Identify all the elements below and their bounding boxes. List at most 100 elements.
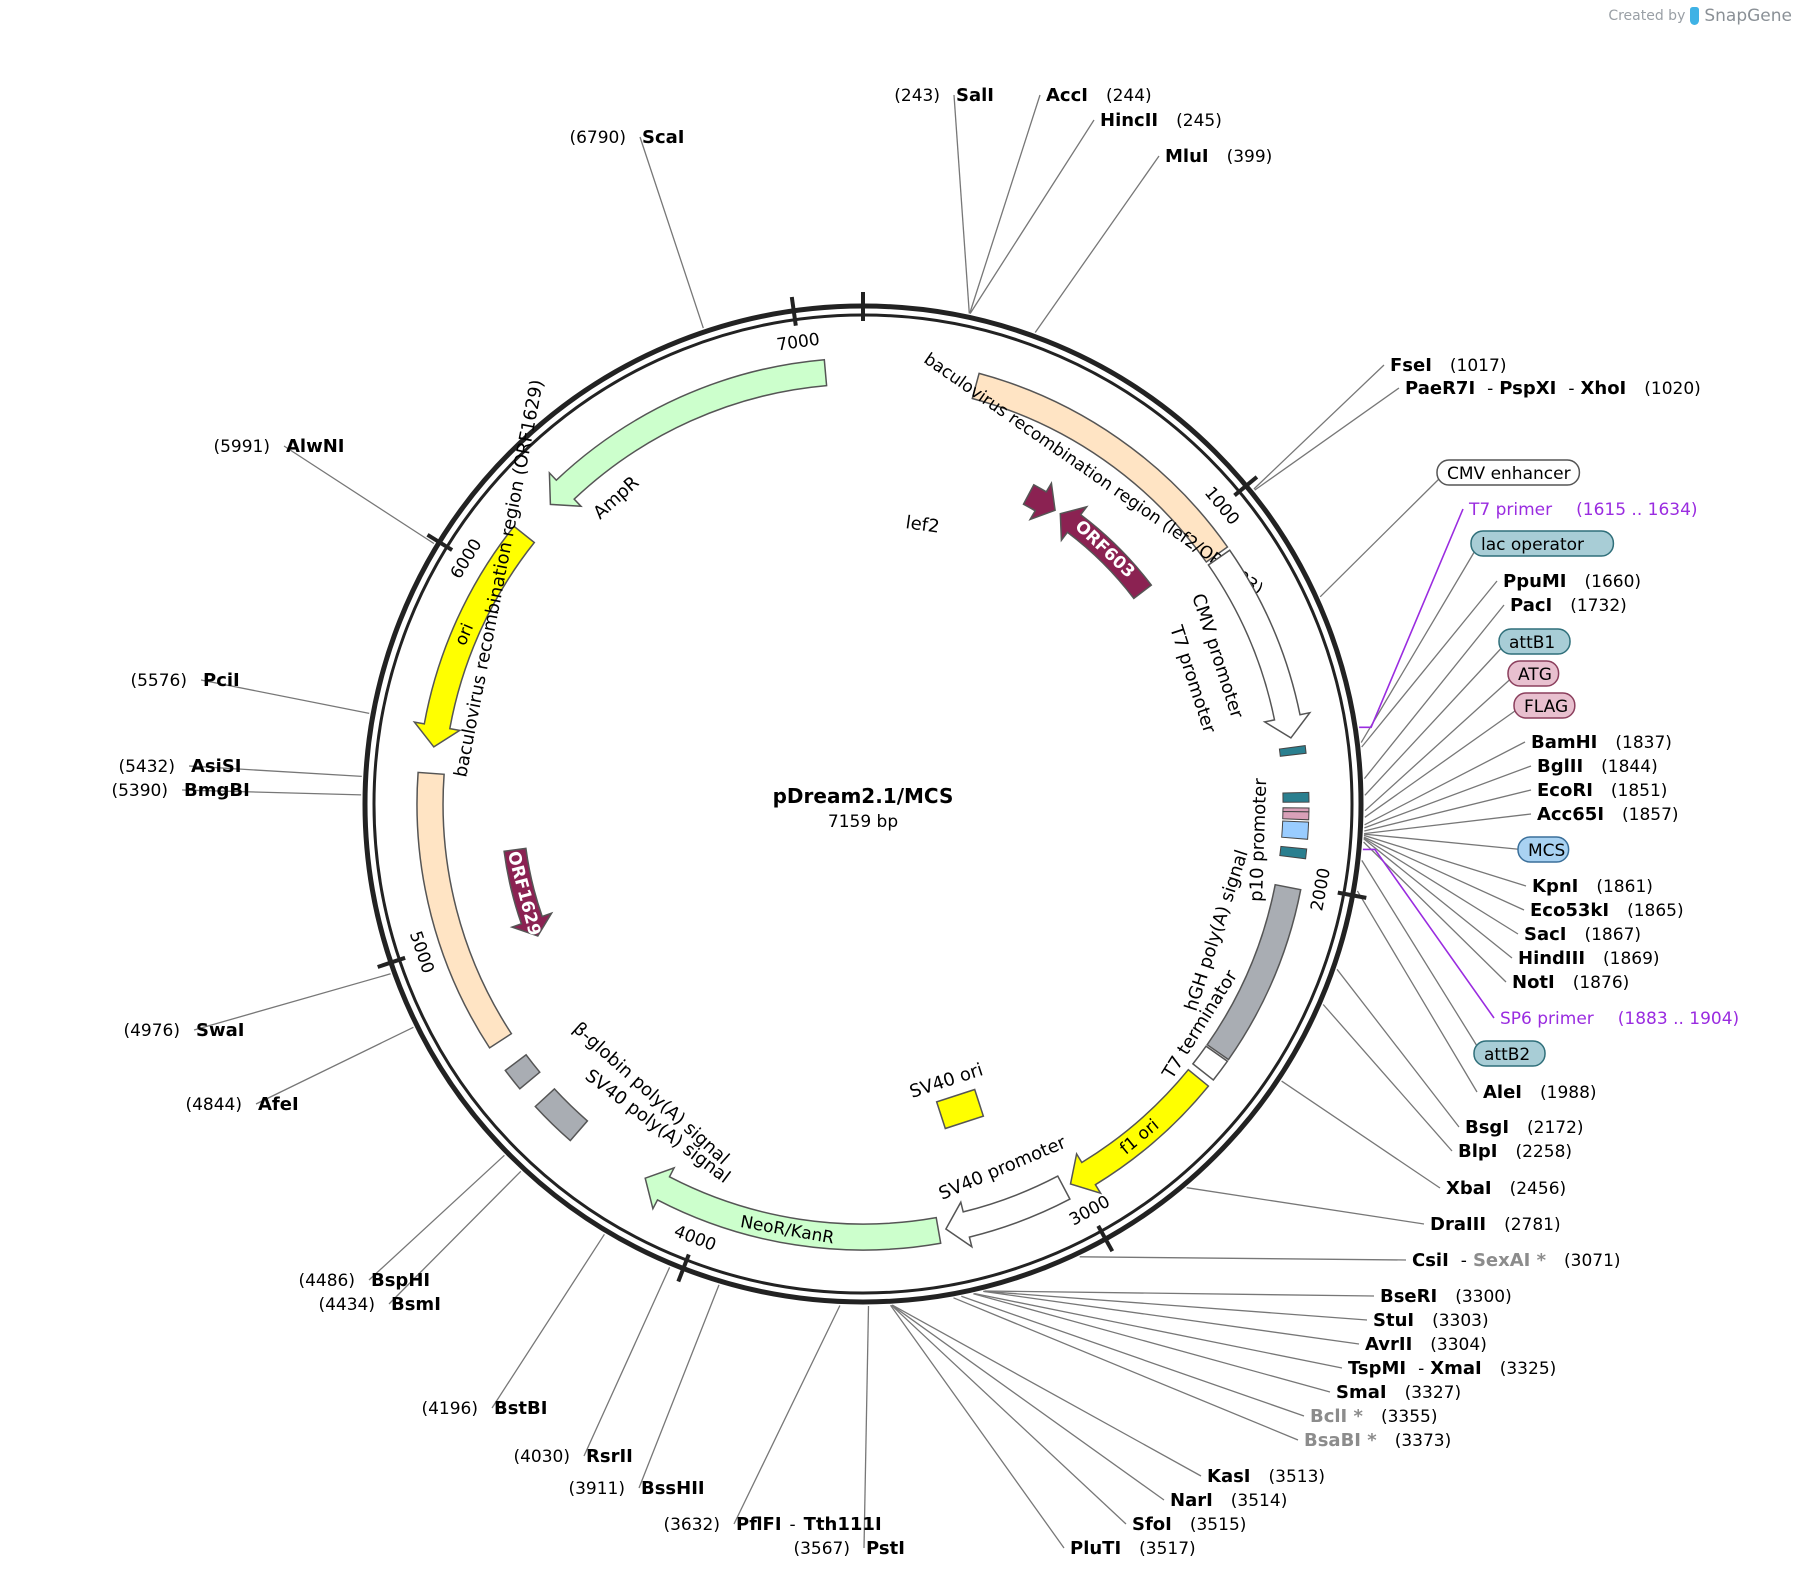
- site-names-xbai: XbaI(2456): [1446, 1178, 1566, 1199]
- baculovirus-recombination-region-orf1629-feature: [416, 771, 513, 1049]
- site-bstbi[interactable]: (4196)BstBI: [421, 1398, 547, 1419]
- t7-terminator-arc: [1191, 1045, 1229, 1082]
- pill-box: [1436, 459, 1581, 486]
- site-alei[interactable]: AleI(1988): [1483, 1082, 1597, 1103]
- site-bsmi[interactable]: (4434)BsmI: [318, 1294, 440, 1315]
- site-stui[interactable]: StuI(3303): [1373, 1310, 1489, 1331]
- credit-brand: SnapGene: [1704, 6, 1792, 26]
- site-nari[interactable]: NarI(3514): [1170, 1490, 1287, 1511]
- site-swai[interactable]: (4976)SwaI: [123, 1020, 244, 1041]
- site-mlui[interactable]: MluI(399): [1165, 146, 1272, 167]
- site-line-bamhi: [1364, 741, 1526, 826]
- site-smai[interactable]: SmaI(3327): [1336, 1382, 1461, 1403]
- site-sali[interactable]: (243)SalI: [894, 85, 994, 106]
- annotation-line: [1364, 673, 1517, 812]
- hgh-polya-signal-arc: [1206, 883, 1302, 1061]
- site-bmgbi[interactable]: (5390)BmgBI: [111, 780, 249, 801]
- site-pos-pflfi: (3632): [663, 1515, 720, 1535]
- pill-text: lac operator: [1481, 535, 1584, 555]
- site-csii[interactable]: CsiI-SexAI *(3071): [1412, 1250, 1621, 1271]
- site-afei[interactable]: (4844)AfeI: [185, 1094, 298, 1115]
- site-sfoi[interactable]: SfoI(3515): [1132, 1514, 1246, 1535]
- annotation-lac-operator[interactable]: lac operator: [1470, 530, 1615, 557]
- site-rsrii[interactable]: (4030)RsrII: [513, 1446, 632, 1467]
- site-bsshii[interactable]: (3911)BssHII: [568, 1478, 704, 1499]
- ori-arc: [412, 525, 536, 748]
- site-hindiii[interactable]: HindIII(1869): [1518, 948, 1660, 969]
- site-hincii[interactable]: HincII(245): [1100, 110, 1222, 131]
- site-kasi[interactable]: KasI(3513): [1207, 1466, 1325, 1487]
- site-acci[interactable]: AccI(244): [1046, 85, 1152, 106]
- tick-label-4000: 4000: [671, 1221, 719, 1255]
- annotation-t7-primer[interactable]: T7 primer(1615 .. 1634): [1359, 500, 1698, 729]
- annotation-sp6-primer[interactable]: SP6 primer(1883 .. 1904): [1362, 848, 1739, 1029]
- annotation-atg[interactable]: ATG: [1507, 660, 1560, 687]
- site-noti[interactable]: NotI(1876): [1512, 972, 1629, 993]
- annotation-flag[interactable]: FLAG: [1513, 692, 1576, 719]
- site-names-acci: AccI(244): [1046, 85, 1152, 106]
- plasmid-length: 7159 bp: [828, 812, 898, 832]
- site-ppumi[interactable]: PpuMI(1660): [1503, 571, 1641, 592]
- annotation-attb1[interactable]: attB1: [1498, 628, 1571, 655]
- annotation-attb2[interactable]: attB2: [1473, 1040, 1546, 1067]
- plasmid-center-title: pDream2.1/MCS 7159 bp: [773, 784, 954, 832]
- site-bamhi[interactable]: BamHI(1837): [1531, 732, 1672, 753]
- snapgene-logo-icon: [1690, 7, 1700, 25]
- pill-box: [1470, 530, 1615, 557]
- site-bsabi[interactable]: BsaBI *(3373): [1304, 1430, 1451, 1451]
- site-avrii[interactable]: AvrII(3304): [1365, 1334, 1487, 1355]
- site-paci[interactable]: PacI(1732): [1510, 595, 1627, 616]
- site-bglii[interactable]: BglII(1844): [1537, 756, 1658, 777]
- orf603-label: ORF603: [1071, 516, 1139, 582]
- ori-feature: ori: [412, 525, 536, 748]
- site-saci[interactable]: SacI(1867): [1524, 924, 1641, 945]
- site-names-smai: SmaI(3327): [1336, 1382, 1461, 1403]
- site-line-eco53ki: [1363, 836, 1525, 911]
- site-scai[interactable]: (6790)ScaI: [569, 127, 684, 148]
- site-pcii[interactable]: (5576)PciI: [130, 670, 239, 691]
- site-line-smai: [973, 1293, 1331, 1393]
- site-asisi[interactable]: (5432)AsiSI: [118, 756, 241, 777]
- site-ecori[interactable]: EcoRI(1851): [1537, 780, 1667, 801]
- attb1-segment: [1282, 791, 1310, 803]
- site-eco53ki[interactable]: Eco53kI(1865): [1530, 900, 1684, 921]
- site-pos-bsshii: (3911): [568, 1479, 625, 1499]
- site-kpni[interactable]: KpnI(1861): [1532, 876, 1653, 897]
- site-pos-pcii: (5576): [130, 671, 187, 691]
- site-bcli[interactable]: BclI *(3355): [1310, 1406, 1437, 1427]
- site-tspmi[interactable]: TspMI-XmaI(3325): [1348, 1358, 1556, 1379]
- site-acc65i[interactable]: Acc65I(1857): [1537, 804, 1679, 825]
- site-bsgi[interactable]: BsgI(2172): [1465, 1117, 1584, 1138]
- mcs-segment: [1281, 820, 1310, 840]
- site-alwni[interactable]: (5991)AlwNI: [213, 436, 344, 457]
- site-names-bamhi: BamHI(1837): [1531, 732, 1672, 753]
- tick-label-5000: 5000: [405, 929, 438, 976]
- site-pflfi[interactable]: (3632)PflFI-Tth111I: [663, 1514, 881, 1535]
- site-fsei[interactable]: FseI(1017): [1390, 355, 1506, 376]
- site-paer7i[interactable]: PaeR7I-PspXI-XhoI(1020): [1405, 378, 1701, 399]
- site-line-rsrii: [583, 1267, 671, 1457]
- site-line-pcii: [200, 679, 370, 715]
- site-blpi[interactable]: BlpI(2258): [1458, 1141, 1572, 1162]
- site-pluti[interactable]: PluTI(3517): [1070, 1538, 1196, 1559]
- site-line-paer7i: [1254, 387, 1400, 491]
- site-line-xbai: [1281, 1080, 1441, 1189]
- primer-name: SP6 primer(1883 .. 1904): [1500, 1009, 1739, 1029]
- site-pos-scai: (6790): [569, 128, 626, 148]
- annotation-line: [1364, 705, 1523, 818]
- site-xbai[interactable]: XbaI(2456): [1446, 1178, 1566, 1199]
- neor-kanr-arc: [644, 1166, 942, 1251]
- site-draiii[interactable]: DraIII(2781): [1430, 1214, 1561, 1235]
- site-pos-bmgbi: (5390): [111, 781, 168, 801]
- site-line-alei: [1356, 890, 1478, 1093]
- site-bseri[interactable]: BseRI(3300): [1380, 1286, 1512, 1307]
- site-pos-sali: (243): [894, 86, 940, 106]
- site-psti[interactable]: (3567)PstI: [793, 1538, 904, 1559]
- annotation-mcs[interactable]: MCS: [1517, 836, 1570, 863]
- site-names-rsrii: RsrII: [586, 1446, 633, 1467]
- site-bsphi[interactable]: (4486)BspHI: [298, 1270, 430, 1291]
- tick-2000: [1337, 890, 1367, 900]
- annotation-cmv-enhancer[interactable]: CMV enhancer: [1436, 459, 1581, 486]
- site-names-avrii: AvrII(3304): [1365, 1334, 1487, 1355]
- ampr-label: AmpR: [589, 472, 643, 524]
